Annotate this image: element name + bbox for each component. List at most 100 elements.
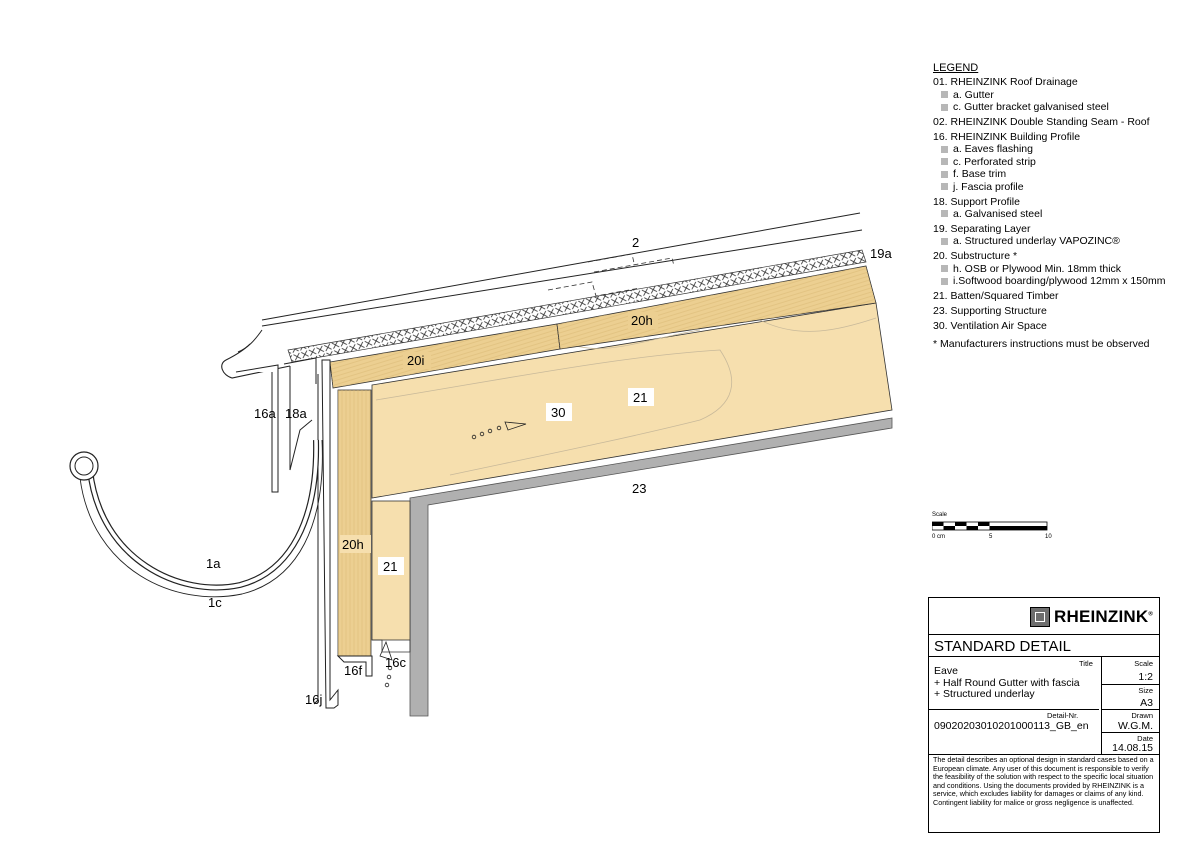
supporting-structure-23 xyxy=(409,417,893,717)
title-block: RHEINZINK® STANDARD DETAIL Title Eave + … xyxy=(928,597,1160,833)
legend-item-text: j. Fascia profile xyxy=(953,180,1024,193)
label-18a: 18a xyxy=(285,406,307,421)
legend-item-text: a. Structured underlay VAPOZINC® xyxy=(953,235,1120,248)
label-21-top: 21 xyxy=(633,390,647,405)
legend-item-text: h. OSB or Plywood Min. 18mm thick xyxy=(953,262,1122,275)
standard-detail-heading: STANDARD DETAIL xyxy=(934,638,1071,655)
legend-item-text: a. Gutter xyxy=(953,88,994,101)
scale-tick-0: 0 cm xyxy=(932,534,946,540)
support-profile-18a xyxy=(283,357,317,471)
label-20i: 20i xyxy=(407,353,424,368)
detail-nr-value: 09020203010201000113_GB_en xyxy=(934,720,1089,732)
legend-item: a. Eaves flashing xyxy=(933,143,1183,155)
perforated-strip-arrow-16c xyxy=(379,640,393,688)
label-20h-top: 20h xyxy=(631,313,653,328)
size-value: A3 xyxy=(1140,697,1153,709)
legend-bullet-icon xyxy=(941,145,948,153)
title-line: + Structured underlay xyxy=(934,688,1035,701)
legend-item-text: a. Eaves flashing xyxy=(953,143,1033,156)
date-value: 14.08.15 xyxy=(1112,742,1153,754)
scale-value: 1:2 xyxy=(1138,671,1153,683)
label-16c: 16c xyxy=(385,655,406,670)
brand-logo: RHEINZINK® xyxy=(1030,606,1153,628)
legend-item: a. Galvanised steel xyxy=(933,208,1183,220)
legend-bullet-icon xyxy=(941,158,948,166)
legend-group: 21. Batten/Squared Timber xyxy=(933,290,1183,302)
scale-bar-caption: Scale xyxy=(932,512,948,518)
legend-bullet-icon xyxy=(941,91,948,99)
label-19a: 19a xyxy=(870,246,892,261)
scale-caption: Scale xyxy=(1134,659,1153,668)
legend-item-text: c. Gutter bracket galvanised steel xyxy=(953,101,1109,114)
label-1c: 1c xyxy=(208,595,222,610)
legend-bullet-icon xyxy=(941,103,948,111)
legend-group-heading: 19. Separating Layer xyxy=(933,222,1031,235)
brand-name: RHEINZINK xyxy=(1054,607,1149,626)
separating-layer-19a xyxy=(287,249,867,363)
legend-bullet-icon xyxy=(941,277,948,285)
legend-item-text: a. Galvanised steel xyxy=(953,207,1043,220)
half-round-gutter-1a xyxy=(87,439,320,591)
label-21-side: 21 xyxy=(383,559,397,574)
legend-item: a. Gutter xyxy=(933,89,1183,101)
title-line: + Half Round Gutter with fascia xyxy=(934,676,1080,689)
detail-title: Eave + Half Round Gutter with fascia + S… xyxy=(934,665,1080,701)
legend-group-heading: 16. RHEINZINK Building Profile xyxy=(933,131,1081,144)
legend-group-heading: 21. Batten/Squared Timber xyxy=(933,289,1059,302)
scale-bar: Scale 0 cm 5 10 xyxy=(932,512,1052,542)
gutter-bracket-1c xyxy=(79,439,323,598)
legend-group-heading: 30. Ventilation Air Space xyxy=(933,319,1047,332)
legend-item-text: f. Base trim xyxy=(953,168,1007,181)
roof-seam-dashed xyxy=(547,253,675,297)
legend-group-heading: 01. RHEINZINK Roof Drainage xyxy=(933,76,1078,89)
legend-group: 30. Ventilation Air Space xyxy=(933,320,1183,332)
disclaimer-text: The detail describes an optional design … xyxy=(933,755,1154,807)
legend-item-text: c. Perforated strip xyxy=(953,155,1036,168)
legend-group-heading: 23. Supporting Structure xyxy=(933,304,1047,317)
legend-group-heading: 20. Substructure * xyxy=(933,250,1018,263)
eave-detail-drawing: 2 19a 20h 20i 21 30 16a 18a 23 20h 21 1a… xyxy=(69,212,893,717)
drawn-caption: Drawn xyxy=(1131,711,1153,720)
scale-bar-graphic xyxy=(932,521,1048,531)
legend-item: c. Perforated strip xyxy=(933,156,1183,168)
legend-item: j. Fascia profile xyxy=(933,181,1183,193)
legend-bullet-icon xyxy=(941,183,948,191)
ventilation-arrow-30 xyxy=(471,421,527,440)
rafter-grain xyxy=(375,349,733,476)
scale-tick-10: 10 xyxy=(1045,534,1052,540)
label-2: 2 xyxy=(632,235,639,250)
label-16j: 16j xyxy=(305,692,322,707)
legend-group: 02. RHEINZINK Double Standing Seam - Roo… xyxy=(933,116,1183,128)
brand-mark: ® xyxy=(1148,611,1153,618)
legend-bullet-icon xyxy=(941,237,948,245)
legend-bullet-icon xyxy=(941,170,948,178)
legend-item-text: i.Softwood boarding/plywood 12mm x 150mm xyxy=(953,275,1166,287)
size-caption: Size xyxy=(1138,686,1153,695)
legend-title: LEGEND xyxy=(933,62,979,74)
legend-bullet-icon xyxy=(941,210,948,218)
label-16f: 16f xyxy=(344,663,362,678)
rheinzink-logo-icon xyxy=(1030,607,1051,627)
eaves-flashing-16a xyxy=(235,364,279,493)
legend-item: c. Gutter bracket galvanised steel xyxy=(933,101,1183,113)
label-30: 30 xyxy=(551,405,565,420)
title-caption: Title xyxy=(1079,659,1093,668)
fascia-profile-16j xyxy=(321,359,339,709)
legend-group: 20. Substructure *h. OSB or Plywood Min.… xyxy=(933,250,1183,287)
date-caption: Date xyxy=(1137,734,1153,743)
scale-tick-5: 5 xyxy=(989,534,993,540)
base-trim-16f xyxy=(336,655,373,677)
detail-nr-caption: Detail-Nr. xyxy=(1047,711,1079,720)
legend-item: h. OSB or Plywood Min. 18mm thick xyxy=(933,263,1183,275)
label-16a: 16a xyxy=(254,406,276,421)
legend-note: * Manufacturers instructions must be obs… xyxy=(933,338,1150,351)
standing-seam-roof-2 xyxy=(237,212,863,353)
legend-bullet-icon xyxy=(941,265,948,273)
legend-item: a. Structured underlay VAPOZINC® xyxy=(933,235,1183,247)
legend-item: f. Base trim xyxy=(933,168,1183,180)
label-1a: 1a xyxy=(206,556,221,571)
